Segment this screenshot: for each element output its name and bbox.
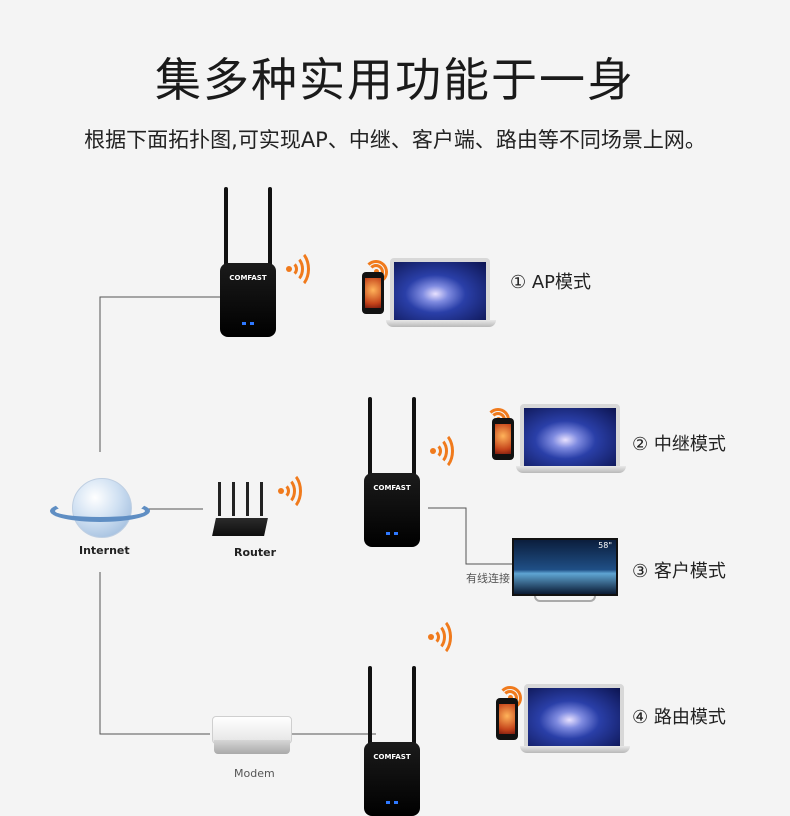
wifi-signal-icon: [428, 617, 452, 657]
repeater-body: COMFAST: [220, 263, 276, 337]
laptop-phone-repeater: [476, 404, 626, 474]
laptop-base: [386, 320, 496, 327]
page-title: 集多种实用功能于一身: [155, 53, 635, 107]
wired-connection-label: 有线连接: [466, 572, 510, 585]
antenna: [268, 187, 272, 269]
line-internet-to-modem: [99, 572, 210, 735]
modem-label: Modem: [234, 767, 275, 780]
led-indicator: [242, 322, 254, 325]
repeater-center: COMFAST: [354, 397, 430, 547]
wifi-signal-icon: [430, 431, 454, 471]
laptop-screen: [390, 258, 490, 323]
internet-globe-icon: [50, 478, 150, 548]
wifi-signal-icon: [278, 471, 302, 511]
internet-label: Internet: [79, 544, 130, 557]
antenna: [224, 187, 228, 269]
repeater-router-mode: COMFAST: [354, 666, 430, 816]
line-internet-to-ap: [99, 296, 232, 452]
mode-router-label: ④ 路由模式: [632, 707, 726, 728]
laptop-phone-router: [480, 684, 630, 754]
laptop-phone-ap: [346, 258, 496, 328]
router-image: [212, 482, 268, 536]
repeater-ap: COMFAST: [210, 187, 286, 337]
modem-image: [212, 716, 292, 756]
page-subtitle: 根据下面拓扑图,可实现AP、中继、客户端、路由等不同场景上网。: [84, 128, 706, 152]
line-wired-to-tv: [428, 507, 512, 565]
tv-image: 58": [512, 538, 618, 604]
mode-repeater-label: ② 中继模式: [632, 434, 726, 455]
phone-image: [362, 272, 384, 314]
repeater-brand: COMFAST: [373, 753, 411, 761]
mode-ap-label: ① AP模式: [510, 272, 592, 293]
repeater-brand: COMFAST: [373, 484, 411, 492]
tv-size-label: 58": [598, 541, 612, 550]
router-label: Router: [234, 546, 277, 559]
wifi-signal-icon: [286, 249, 310, 289]
repeater-brand: COMFAST: [229, 274, 267, 282]
mode-client-label: ③ 客户模式: [632, 561, 726, 582]
